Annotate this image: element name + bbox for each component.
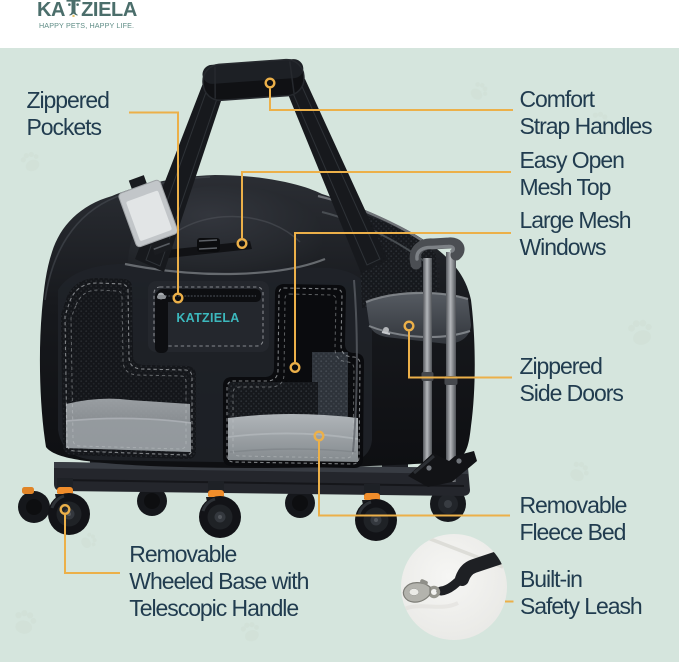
callout-label-line: Removable — [519, 491, 628, 518]
bag-brand-mark: KATZIELA — [176, 311, 239, 325]
telescopic-handle — [408, 237, 477, 487]
brand-name-suffix: ZIELA — [81, 0, 137, 21]
callout-label-removable-fleece-bed: Removable Fleece Bed — [519, 491, 628, 546]
callout-label-built-in-safety-leash: Built-in Safety Leash — [520, 566, 643, 620]
front-wheels — [48, 478, 397, 541]
callout-label-line: Easy Open — [519, 146, 625, 173]
carry-handle — [202, 58, 305, 102]
brand-tagline: HAPPY PETS, HAPPY LIFE. — [39, 21, 135, 30]
callout-label-line: Telescopic Handle — [129, 594, 299, 621]
callout-label-line: Side Doors — [519, 379, 624, 406]
callout-label-removable-wheeled-base: Removable Wheeled Base with Telescopic H… — [129, 540, 309, 622]
id-tag — [118, 175, 178, 256]
left-window — [61, 278, 196, 459]
callout-label-line: Wheeled Base with — [129, 567, 309, 594]
callout-label-line: Fleece Bed — [519, 518, 627, 545]
right-window — [223, 284, 364, 468]
leash-inset-photo — [401, 534, 507, 640]
cat-letter-t-icon — [66, 0, 81, 21]
callout-lines — [59, 77, 514, 603]
callout-label-line: Zippered — [519, 352, 603, 379]
callout-label-line: Pockets — [26, 113, 103, 140]
callout-label-comfort-strap-handles: Comfort Strap Handles — [519, 86, 653, 140]
callout-label-line: Windows — [519, 233, 607, 260]
callout-label-zippered-pockets: Zippered Pockets — [26, 86, 110, 141]
callout-label-line: Built-in — [520, 566, 583, 592]
logo-panel — [148, 281, 269, 353]
callout-label-line: Zippered — [26, 86, 110, 113]
rear-wheels — [18, 486, 315, 523]
brand-name-prefix: KA — [37, 0, 66, 21]
callout-label-easy-open-mesh-top: Easy Open Mesh Top — [519, 146, 625, 201]
callout-label-line: Mesh Top — [519, 173, 612, 200]
callout-label-line: Comfort — [519, 86, 596, 112]
callout-label-zippered-side-doors: Zippered Side Doors — [519, 352, 624, 407]
pet-carrier — [18, 58, 477, 541]
callout-label-line: Strap Handles — [519, 113, 653, 139]
brand-logo: KA ZIELA — [37, 0, 137, 21]
callout-label-line: Large Mesh — [519, 206, 632, 233]
callout-label-line: Removable — [129, 540, 237, 567]
brand-header: KA ZIELA HAPPY PETS, HAPPY LIFE. — [0, 0, 679, 48]
paw-pattern — [15, 82, 652, 642]
callout-label-large-mesh-windows: Large Mesh Windows — [519, 206, 632, 261]
callout-label-line: Safety Leash — [520, 593, 643, 619]
